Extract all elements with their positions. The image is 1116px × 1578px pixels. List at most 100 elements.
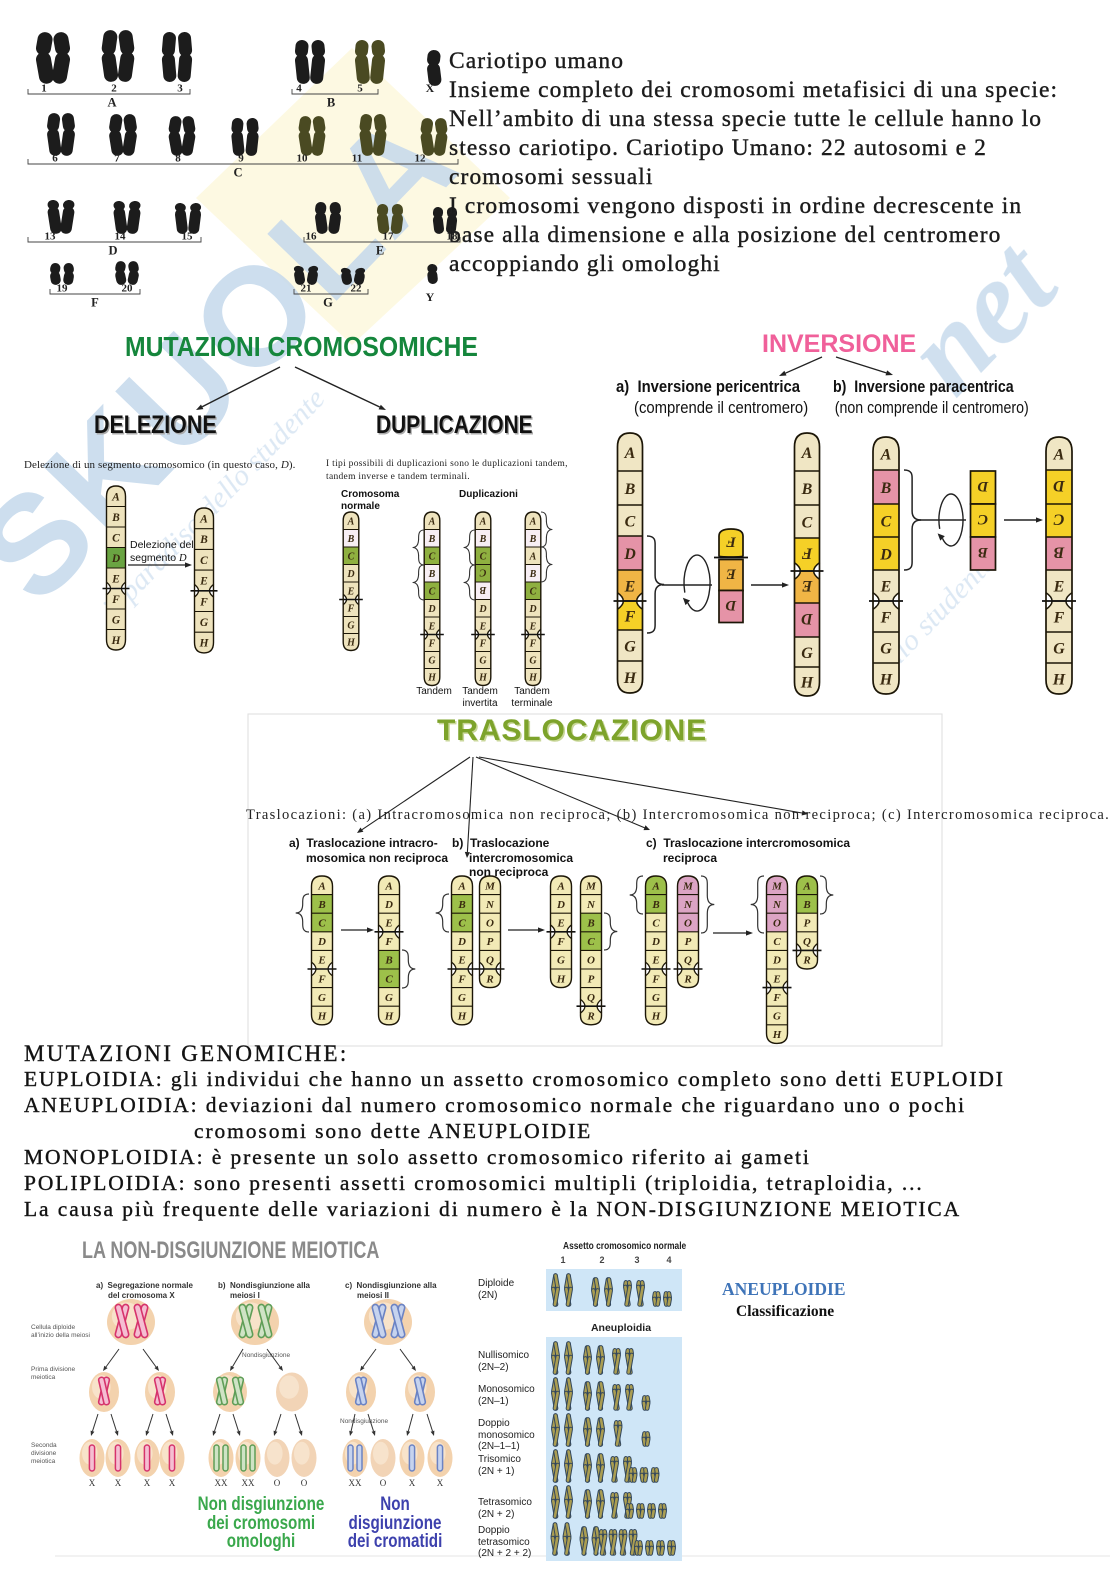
svg-text:F: F — [651, 973, 660, 985]
svg-text:D: D — [346, 569, 354, 580]
svg-text:F: F — [801, 545, 813, 562]
svg-text:F: F — [479, 639, 487, 650]
svg-text:X: X — [437, 1478, 444, 1488]
svg-text:E: E — [624, 578, 636, 595]
svg-text:G: G — [479, 656, 487, 667]
svg-text:H: H — [111, 635, 122, 647]
svg-text:11: 11 — [352, 153, 362, 165]
svg-text:A: A — [317, 880, 325, 892]
svg-text:XX: XX — [215, 1478, 228, 1488]
svg-text:B: B — [586, 918, 594, 930]
svg-text:B: B — [384, 955, 392, 967]
svg-text:O: O — [274, 1478, 281, 1488]
svg-text:F: F — [384, 936, 393, 948]
svg-text:B: B — [428, 569, 436, 580]
svg-text:8: 8 — [175, 153, 181, 165]
svg-text:E: E — [651, 955, 659, 967]
svg-text:H: H — [199, 638, 210, 650]
svg-text:B: B — [317, 899, 325, 911]
svg-text:D: D — [879, 546, 892, 563]
svg-text:C: C — [385, 973, 393, 985]
svg-text:B: B — [802, 899, 810, 911]
svg-text:F: F — [1053, 609, 1065, 626]
svg-text:P: P — [588, 973, 595, 985]
svg-text:G: G — [529, 656, 537, 667]
svg-text:H: H — [384, 1011, 394, 1023]
svg-text:X: X — [89, 1478, 96, 1488]
svg-text:C: C — [587, 936, 595, 948]
svg-text:C: C — [429, 586, 436, 597]
svg-text:C: C — [1053, 511, 1064, 528]
svg-text:A: A — [479, 516, 487, 527]
svg-text:H: H — [1052, 671, 1066, 688]
svg-text:E: E — [111, 573, 120, 585]
svg-text:M: M — [585, 880, 597, 892]
svg-text:3: 3 — [177, 83, 183, 95]
svg-text:P: P — [804, 918, 811, 930]
svg-text:16: 16 — [306, 231, 318, 243]
svg-text:XX: XX — [349, 1478, 362, 1488]
svg-text:N: N — [772, 899, 782, 911]
svg-text:X: X — [426, 81, 435, 95]
svg-text:A: A — [651, 880, 659, 892]
svg-text:F: F — [556, 936, 565, 948]
svg-text:C: C — [881, 513, 892, 530]
svg-text:N: N — [683, 899, 693, 911]
svg-text:G: G — [200, 617, 209, 629]
svg-text:G: G — [801, 645, 813, 662]
svg-text:D: D — [457, 936, 466, 948]
svg-text:D: D — [1053, 477, 1066, 494]
svg-text:F: F — [529, 639, 537, 650]
svg-text:H: H — [800, 674, 814, 691]
svg-text:A: A — [347, 516, 355, 527]
svg-text:D: D — [384, 899, 393, 911]
svg-text:B: B — [1053, 544, 1065, 561]
svg-text:H: H — [478, 673, 488, 684]
svg-text:F: F — [91, 296, 99, 310]
svg-text:O: O — [684, 918, 692, 930]
svg-text:F: F — [317, 973, 326, 985]
svg-text:B: B — [428, 534, 436, 545]
svg-text:2: 2 — [599, 1255, 604, 1265]
svg-text:Q: Q — [587, 992, 595, 1004]
svg-text:A: A — [111, 491, 120, 503]
svg-text:D: D — [108, 244, 117, 258]
svg-text:R: R — [802, 955, 810, 967]
svg-text:F: F — [428, 639, 436, 650]
svg-text:G: G — [323, 296, 333, 310]
svg-text:A: A — [428, 516, 436, 527]
svg-text:A: A — [801, 445, 813, 462]
svg-text:X: X — [144, 1478, 151, 1488]
svg-text:20: 20 — [122, 283, 134, 295]
svg-text:Y: Y — [426, 290, 435, 304]
svg-text:H: H — [772, 1029, 782, 1041]
svg-text:C: C — [233, 166, 242, 180]
svg-text:B: B — [327, 96, 335, 110]
svg-text:P: P — [487, 936, 494, 948]
svg-text:N: N — [586, 899, 596, 911]
svg-text:E: E — [802, 577, 814, 594]
svg-text:E: E — [726, 566, 737, 582]
svg-text:A: A — [529, 551, 537, 562]
svg-text:E: E — [556, 918, 564, 930]
svg-text:D: D — [478, 604, 486, 615]
svg-text:Q: Q — [684, 955, 692, 967]
svg-text:6: 6 — [52, 153, 58, 165]
svg-text:E: E — [880, 578, 892, 595]
svg-text:4: 4 — [296, 83, 302, 95]
svg-text:A: A — [1053, 446, 1065, 463]
svg-text:B: B — [347, 534, 355, 545]
svg-text:19: 19 — [57, 283, 69, 295]
svg-text:C: C — [200, 555, 208, 567]
svg-text:C: C — [429, 551, 436, 562]
svg-text:C: C — [318, 918, 326, 930]
svg-text:21: 21 — [301, 283, 312, 295]
svg-text:A: A — [556, 880, 564, 892]
svg-text:E: E — [347, 586, 355, 597]
svg-text:E: E — [457, 955, 465, 967]
svg-text:G: G — [1053, 640, 1065, 657]
svg-text:E: E — [199, 576, 208, 588]
svg-text:D: D — [651, 936, 660, 948]
svg-text:A: A — [107, 96, 116, 110]
svg-text:Q: Q — [803, 936, 811, 948]
